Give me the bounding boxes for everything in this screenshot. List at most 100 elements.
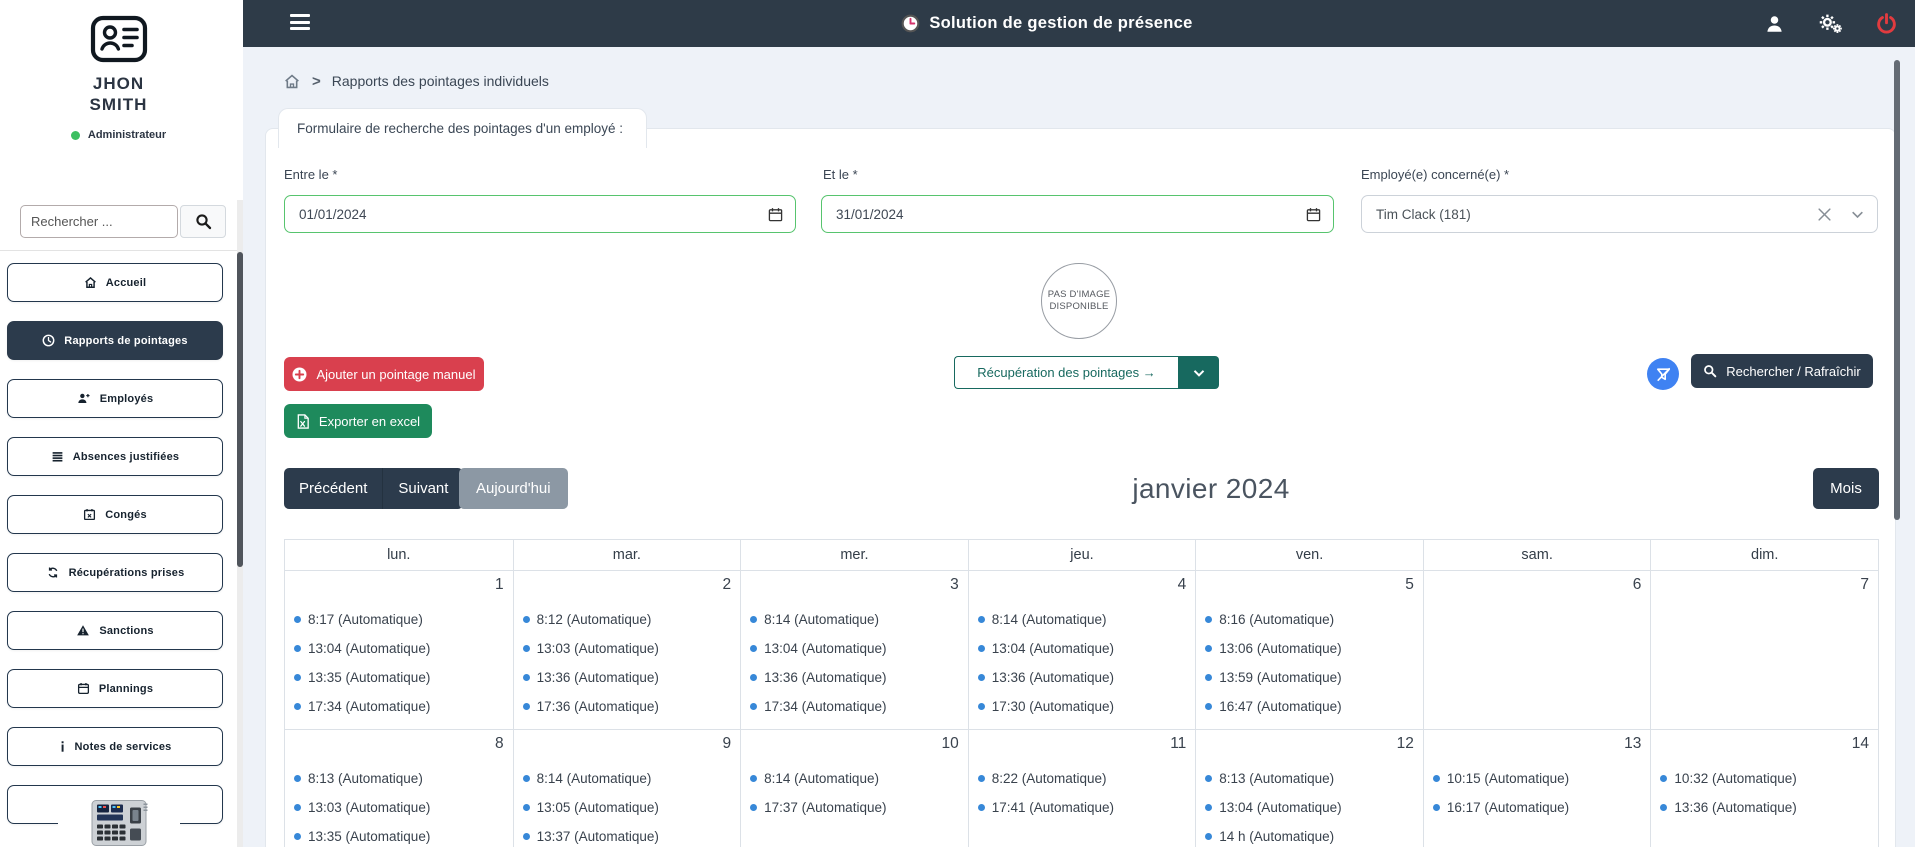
day-number[interactable]: 12	[1396, 735, 1414, 752]
clocking-event[interactable]: 16:47 (Automatique)	[1205, 696, 1421, 717]
clocking-event[interactable]: 8:14 (Automatique)	[750, 609, 966, 630]
clocking-event[interactable]: 13:59 (Automatique)	[1205, 667, 1421, 688]
search-refresh-button[interactable]: Rechercher / Rafraîchir	[1691, 354, 1873, 388]
clear-selection-icon[interactable]	[1817, 207, 1832, 222]
sidebar-item-notes-de-services[interactable]: Notes de services	[7, 727, 223, 766]
day-cell[interactable]: 4 8:14 (Automatique) 13:04 (Automatique) 13…	[967, 571, 1196, 729]
split-caret-button[interactable]	[1178, 356, 1219, 389]
day-number[interactable]: 11	[1170, 735, 1187, 752]
day-cell[interactable]: 3 8:14 (Automatique) 13:04 (Automatique) 13…	[740, 571, 968, 729]
day-number[interactable]: 9	[722, 735, 732, 752]
today-button[interactable]: Aujourd'hui	[459, 468, 568, 509]
day-cell[interactable]: 7	[1650, 571, 1878, 729]
day-cell[interactable]: 11 8:22 (Automatique) 17:41 (Automatique)	[967, 730, 1196, 847]
clocking-event[interactable]: 13:35 (Automatique)	[294, 826, 511, 847]
day-cell[interactable]: 13 10:15 (Automatique) 16:17 (Automatique)	[1422, 730, 1651, 847]
day-cell[interactable]: 1 8:17 (Automatique) 13:04 (Automatique) 13…	[285, 571, 513, 729]
clocking-event[interactable]: 13:36 (Automatique)	[522, 667, 739, 688]
clocking-event[interactable]: 13:36 (Automatique)	[977, 667, 1194, 688]
clocking-event[interactable]: 13:03 (Automatique)	[522, 638, 739, 659]
clocking-event[interactable]: 8:14 (Automatique)	[977, 609, 1194, 630]
clocking-event[interactable]: 8:14 (Automatique)	[522, 768, 739, 789]
clocking-event[interactable]: 8:14 (Automatique)	[750, 768, 966, 789]
clocking-event[interactable]: 17:34 (Automatique)	[294, 696, 511, 717]
clocking-event[interactable]: 13:36 (Automatique)	[1660, 797, 1876, 818]
clocking-event[interactable]: 8:17 (Automatique)	[294, 609, 511, 630]
clocking-event[interactable]: 13:06 (Automatique)	[1205, 638, 1421, 659]
chevron-down-icon[interactable]	[1850, 207, 1865, 222]
sidebar-item-absences-justifiees[interactable]: Absences justifiées	[7, 437, 223, 476]
day-number[interactable]: 7	[1860, 576, 1869, 593]
sidebar-item-rapports-de-pointages[interactable]: Rapports de pointages	[7, 321, 223, 360]
home-icon[interactable]	[283, 73, 301, 90]
sidebar-item-recuperations-prises[interactable]: Récupérations prises	[7, 553, 223, 592]
user-icon[interactable]	[1764, 14, 1785, 34]
day-cell[interactable]: 12 8:13 (Automatique) 13:04 (Automatique) 1…	[1195, 730, 1423, 847]
clocking-event[interactable]: 13:36 (Automatique)	[750, 667, 966, 688]
sidebar-search-input[interactable]	[20, 205, 178, 238]
date-from-input[interactable]: 01/01/2024	[284, 195, 796, 233]
clocking-event[interactable]: 8:22 (Automatique)	[977, 768, 1194, 789]
clocking-event[interactable]: 13:04 (Automatique)	[977, 638, 1194, 659]
day-number[interactable]: 5	[1405, 576, 1414, 593]
day-number[interactable]: 6	[1632, 576, 1642, 593]
page-scrollbar-thumb[interactable]	[1894, 60, 1900, 520]
clocking-event[interactable]: 8:16 (Automatique)	[1205, 609, 1421, 630]
clocking-event[interactable]: 16:17 (Automatique)	[1432, 797, 1649, 818]
clocking-event[interactable]: 14 h (Automatique)	[1205, 826, 1421, 847]
clocking-event[interactable]: 17:37 (Automatique)	[750, 797, 966, 818]
previous-month-button[interactable]: Précédent	[284, 468, 383, 509]
day-number[interactable]: 8	[494, 735, 504, 752]
power-icon[interactable]	[1876, 13, 1897, 34]
export-excel-button[interactable]: Exporter en excel	[284, 404, 432, 438]
clocking-event[interactable]: 8:13 (Automatique)	[1205, 768, 1421, 789]
calendar-picker-icon[interactable]	[1306, 207, 1321, 222]
filter-toggle-button[interactable]	[1647, 358, 1679, 390]
clocking-event[interactable]: 13:37 (Automatique)	[522, 826, 739, 847]
clocking-event[interactable]: 17:30 (Automatique)	[977, 696, 1194, 717]
clocking-event[interactable]: 17:41 (Automatique)	[977, 797, 1194, 818]
day-cell[interactable]: 5 8:16 (Automatique) 13:06 (Automatique) 13…	[1195, 571, 1423, 729]
day-number[interactable]: 13	[1624, 735, 1642, 752]
sidebar-item-accueil[interactable]: Accueil	[7, 263, 223, 302]
clocking-event[interactable]: 13:04 (Automatique)	[1205, 797, 1421, 818]
clocking-event[interactable]: 10:32 (Automatique)	[1660, 768, 1876, 789]
next-month-button[interactable]: Suivant	[382, 468, 464, 509]
employee-select[interactable]: Tim Clack (181)	[1361, 195, 1878, 233]
calendar-picker-icon[interactable]	[768, 207, 783, 222]
clocking-event[interactable]: 13:04 (Automatique)	[750, 638, 966, 659]
day-number[interactable]: 2	[722, 576, 732, 593]
add-manual-clocking-button[interactable]: Ajouter un pointage manuel	[284, 357, 484, 391]
sidebar-scrollbar[interactable]	[237, 200, 243, 847]
clocking-event[interactable]: 17:36 (Automatique)	[522, 696, 739, 717]
clocking-event[interactable]: 8:12 (Automatique)	[522, 609, 739, 630]
day-number[interactable]: 1	[494, 576, 504, 593]
clocking-event[interactable]: 17:34 (Automatique)	[750, 696, 966, 717]
day-cell[interactable]: 6	[1422, 571, 1651, 729]
sidebar-item-conges[interactable]: Congés	[7, 495, 223, 534]
date-to-input[interactable]: 31/01/2024	[821, 195, 1334, 233]
sidebar-scrollbar-thumb[interactable]	[237, 252, 243, 567]
day-number[interactable]: 3	[950, 576, 959, 593]
clocking-event[interactable]: 8:13 (Automatique)	[294, 768, 511, 789]
menu-toggle-icon[interactable]	[290, 14, 310, 34]
settings-gears-icon[interactable]	[1818, 13, 1843, 34]
day-cell[interactable]: 2 8:12 (Automatique) 13:03 (Automatique) 13…	[512, 571, 741, 729]
month-view-button[interactable]: Mois	[1813, 468, 1879, 509]
day-number[interactable]: 4	[1177, 576, 1187, 593]
clocking-event[interactable]: 13:35 (Automatique)	[294, 667, 511, 688]
day-number[interactable]: 14	[1851, 735, 1869, 752]
day-number[interactable]: 10	[941, 735, 959, 752]
day-cell[interactable]: 14 10:32 (Automatique) 13:36 (Automatique)	[1650, 730, 1878, 847]
sidebar-search-button[interactable]	[180, 205, 226, 238]
recuperation-split-button[interactable]: Récupération des pointages →	[954, 356, 1219, 389]
day-cell[interactable]: 10 8:14 (Automatique) 17:37 (Automatique)	[740, 730, 968, 847]
clocking-event[interactable]: 13:04 (Automatique)	[294, 638, 511, 659]
sidebar-item-plannings[interactable]: Plannings	[7, 669, 223, 708]
clocking-event[interactable]: 10:15 (Automatique)	[1432, 768, 1649, 789]
day-cell[interactable]: 9 8:14 (Automatique) 13:05 (Automatique) 13…	[512, 730, 741, 847]
clocking-event[interactable]: 13:05 (Automatique)	[522, 797, 739, 818]
sidebar-item-sanctions[interactable]: Sanctions	[7, 611, 223, 650]
sidebar-item-employes[interactable]: Employés	[7, 379, 223, 418]
